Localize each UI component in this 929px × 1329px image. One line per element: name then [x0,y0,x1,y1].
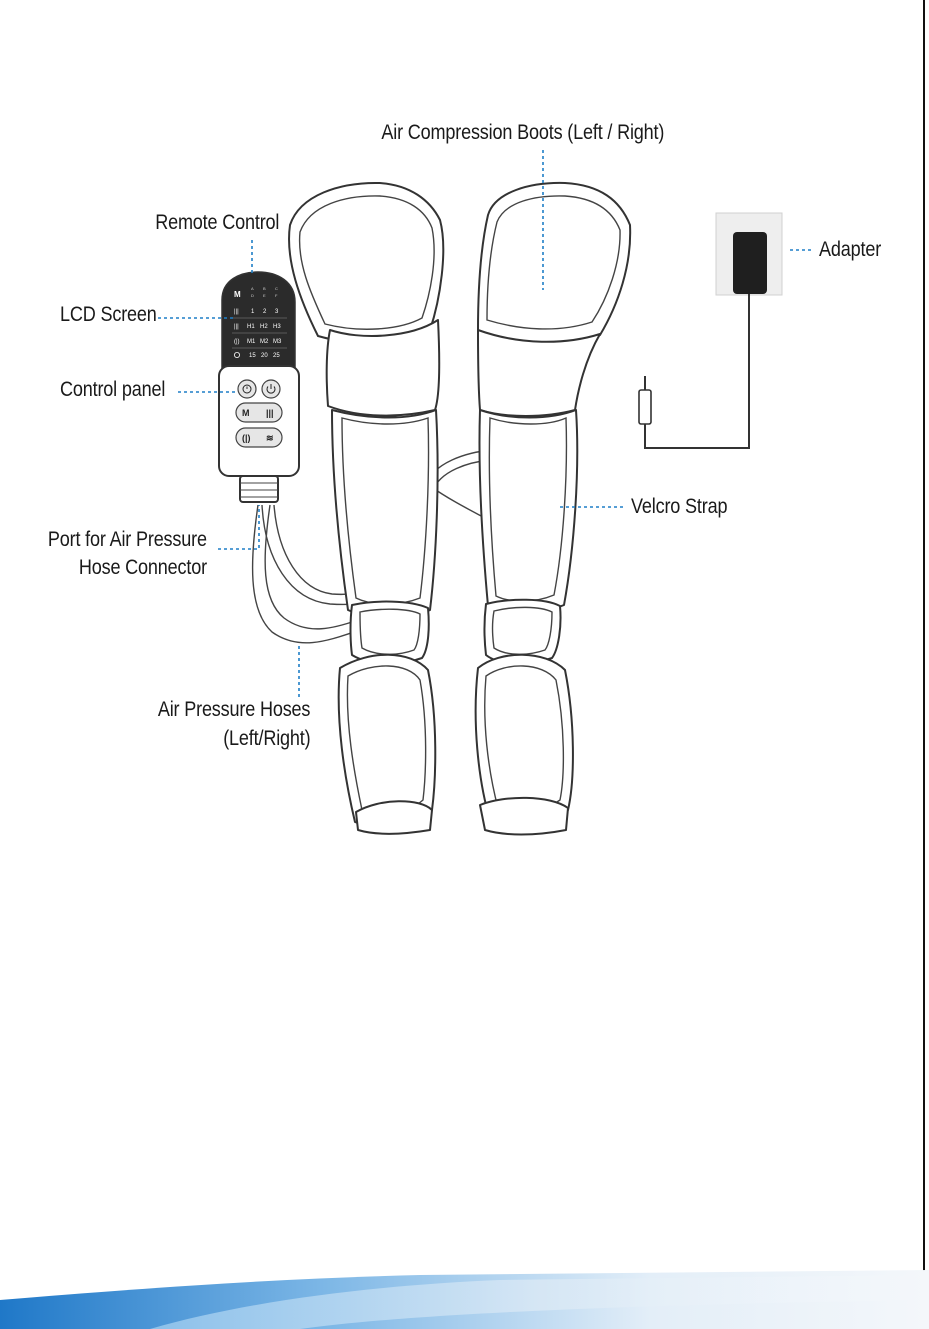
label-velcro-strap: Velcro Strap [631,495,727,519]
lcd-letter: C [275,286,278,291]
hose-connector-port [240,476,278,502]
remote-control: M A B C D E F ||| 1 2 3 ||| H1 H2 H3 (|)… [219,272,299,502]
lcd-value: M2 [260,339,269,345]
lcd-value: H1 [247,324,255,330]
power-button[interactable] [262,380,280,398]
heat-icon: ||| [234,324,239,330]
lcd-letter: E [263,293,266,298]
timer-button[interactable] [238,380,256,398]
label-lcd-screen: LCD Screen [60,303,157,327]
lcd-value: M1 [247,339,256,345]
adapter-cable [645,294,749,448]
lcd-value: M3 [273,339,282,345]
label-hoses-line2: (Left/Right) [223,727,310,751]
massage-heat-rocker[interactable]: (|) ≋ [236,428,282,447]
lcd-value: 15 [249,353,256,359]
adapter-plug [733,232,767,294]
lcd-value: H2 [260,324,268,330]
label-adapter: Adapter [819,238,881,262]
label-control-panel: Control panel [60,378,165,402]
massage-icon[interactable]: (|) [242,433,251,443]
heat-waves-icon[interactable]: ≋ [266,433,274,443]
label-hoses-line1: Air Pressure Hoses [158,698,310,722]
lcd-value: 25 [273,353,280,359]
label-port-line1: Port for Air Pressure [48,528,207,552]
lcd-screen [222,272,295,370]
right-compression-boot [476,183,631,835]
dc-plug [639,390,651,424]
intensity-bars-icon[interactable]: ||| [266,408,274,418]
mode-intensity-rocker[interactable]: M ||| [236,403,282,422]
lcd-mode-glyph: M [234,290,241,299]
intensity-icon: ||| [234,309,239,315]
mode-button-label[interactable]: M [242,408,250,418]
label-boots: Air Compression Boots (Left / Right) [381,121,643,145]
left-compression-boot [289,183,443,834]
label-port-line2: Hose Connector [79,556,207,580]
lcd-letter: D [251,293,254,298]
lcd-letter: A [251,286,254,291]
lcd-value: H3 [273,324,281,330]
adapter [639,213,782,448]
label-remote-control: Remote Control [155,211,279,235]
lcd-letter: B [263,286,266,291]
massage-icon: (|) [234,339,240,345]
footer-decoration [0,1270,929,1329]
lcd-value: 20 [261,353,268,359]
